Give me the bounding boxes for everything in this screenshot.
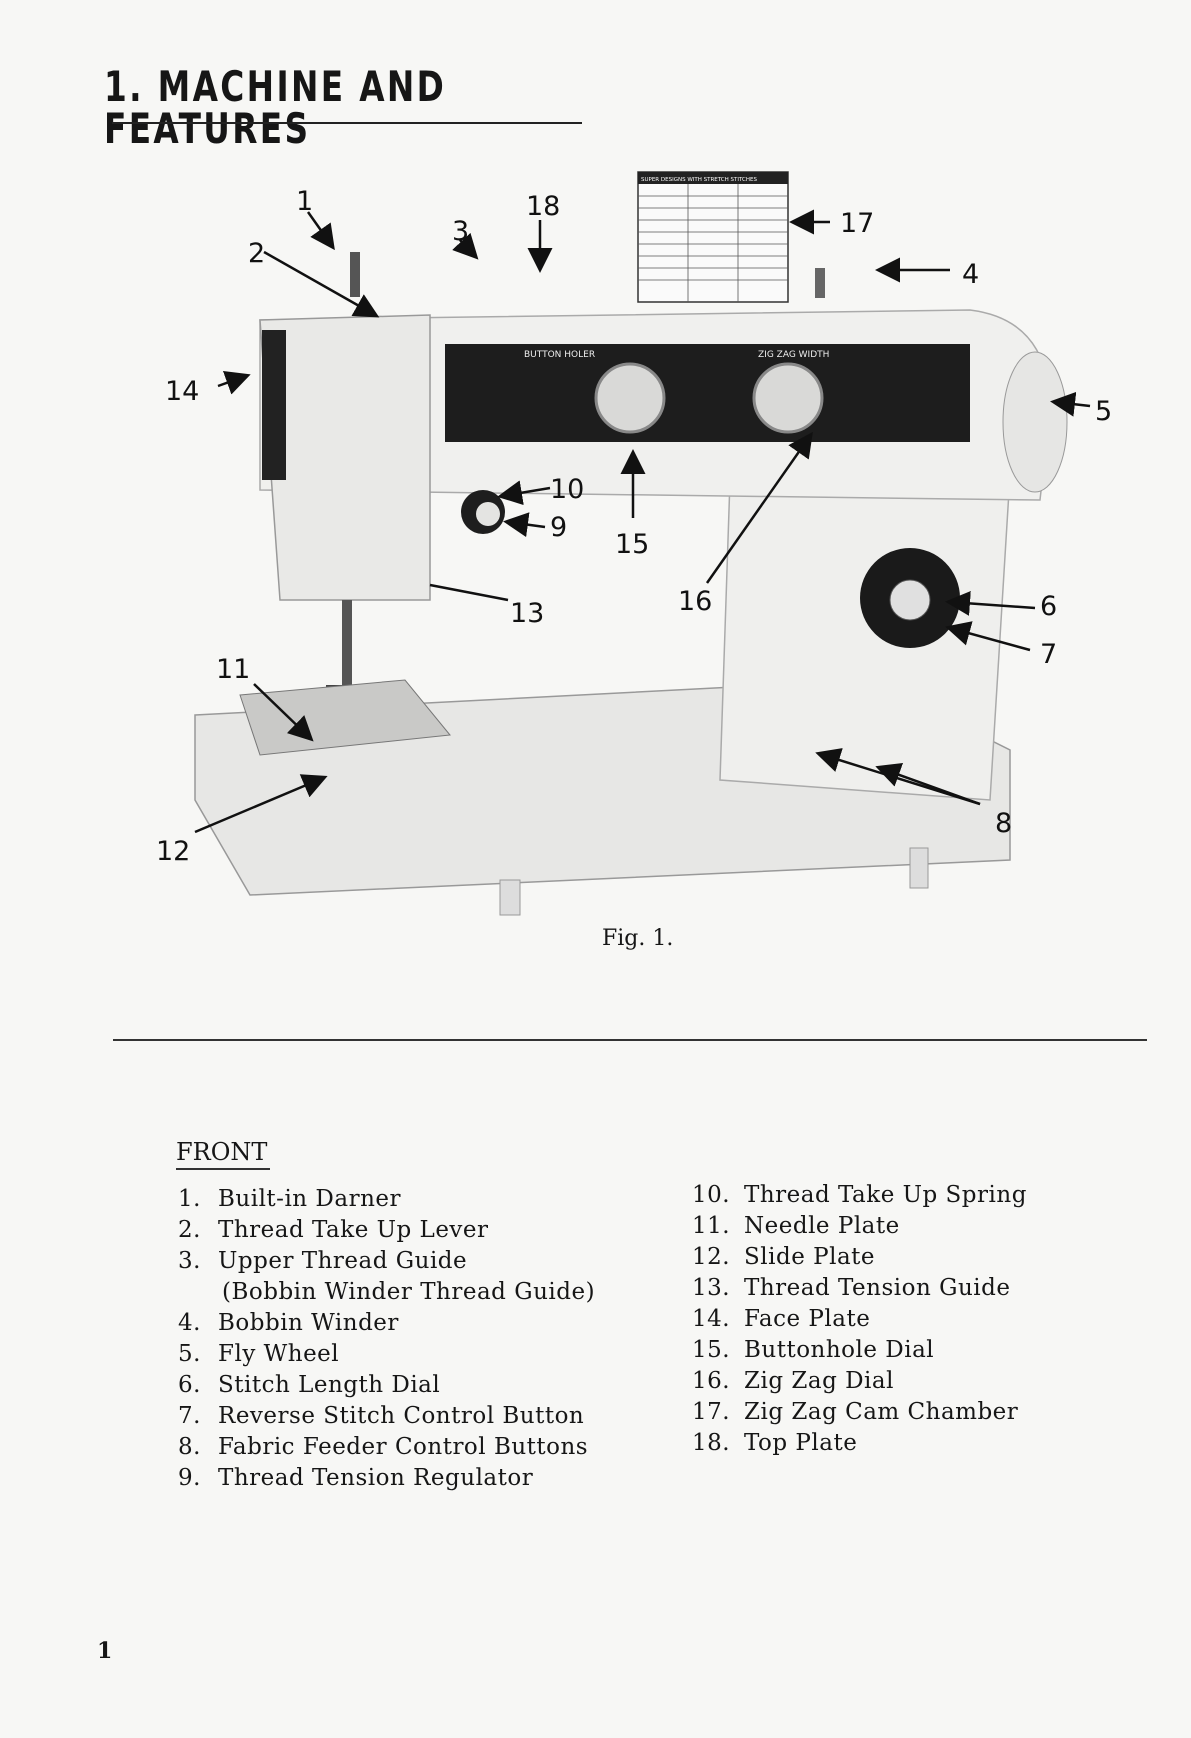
- parts-list-right: 10.Thread Take Up Spring 11.Needle Plate…: [692, 1180, 1027, 1459]
- list-item: 9.Thread Tension Regulator: [178, 1463, 595, 1494]
- callout-5: 5: [1095, 396, 1110, 427]
- zigzag-dial: [754, 364, 822, 432]
- callout-17: 17: [840, 208, 874, 239]
- stitch-chart-title: SUPER DESIGNS WITH STRETCH STITCHES: [641, 177, 757, 183]
- section-divider: [113, 1039, 1147, 1041]
- list-item: 11.Needle Plate: [692, 1211, 1027, 1242]
- leader-9: [508, 522, 545, 527]
- callout-8: 8: [995, 808, 1012, 839]
- callout-14: 14: [165, 376, 199, 407]
- needle-bar: [342, 600, 352, 690]
- heading-underline: [112, 122, 582, 124]
- list-item: 10.Thread Take Up Spring: [692, 1180, 1027, 1211]
- callout-11: 11: [216, 654, 250, 685]
- parts-list-left: 1.Built-in Darner 2.Thread Take Up Lever…: [178, 1184, 595, 1494]
- machine-foot-right: [910, 848, 928, 888]
- leader-1: [308, 212, 332, 246]
- tension-regulator-face: [476, 502, 500, 526]
- list-item: 6.Stitch Length Dial: [178, 1370, 595, 1401]
- callout-3: 3: [452, 216, 469, 247]
- callout-7: 7: [1040, 639, 1057, 670]
- buttonhole-dial: [596, 364, 664, 432]
- face-plate: [262, 330, 286, 480]
- callout-12: 12: [156, 836, 190, 867]
- callout-9: 9: [550, 512, 567, 543]
- zigzag-width-label: ZIG ZAG WIDTH: [758, 350, 829, 360]
- front-section-label: FRONT: [176, 1138, 267, 1166]
- list-item: 16.Zig Zag Dial: [692, 1366, 1027, 1397]
- list-item: 7.Reverse Stitch Control Button: [178, 1401, 595, 1432]
- list-item: 12.Slide Plate: [692, 1242, 1027, 1273]
- list-item: 14.Face Plate: [692, 1304, 1027, 1335]
- sewing-machine-figure: BUTTON HOLER ZIG ZAG WIDTH SUPER DESIGNS…: [150, 160, 1110, 920]
- page-number: 1: [97, 1638, 112, 1664]
- callout-6: 6: [1040, 591, 1057, 622]
- list-item: 5.Fly Wheel: [178, 1339, 595, 1370]
- page-heading: 1. MACHINE AND FEATURES: [104, 66, 477, 150]
- callout-1: 1: [296, 186, 313, 217]
- callout-4: 4: [962, 259, 979, 290]
- list-item: 13.Thread Tension Guide: [692, 1273, 1027, 1304]
- callout-16: 16: [678, 586, 712, 617]
- callout-13: 13: [510, 598, 544, 629]
- machine-foot-left: [500, 880, 520, 915]
- front-label-underline: [176, 1168, 270, 1170]
- list-item: 15.Buttonhole Dial: [692, 1335, 1027, 1366]
- button-holer-label: BUTTON HOLER: [524, 350, 595, 360]
- callout-2: 2: [248, 238, 265, 269]
- list-item: 18.Top Plate: [692, 1428, 1027, 1459]
- list-item: (Bobbin Winder Thread Guide): [178, 1277, 595, 1308]
- figure-caption: Fig. 1.: [602, 926, 673, 951]
- list-item: 2.Thread Take Up Lever: [178, 1215, 595, 1246]
- list-item: 8.Fabric Feeder Control Buttons: [178, 1432, 595, 1463]
- spool-pin: [350, 252, 360, 297]
- stitch-chart-card: [638, 172, 788, 302]
- list-item: 3.Upper Thread Guide: [178, 1246, 595, 1277]
- callout-18: 18: [526, 191, 560, 222]
- leader-13: [430, 585, 508, 600]
- callout-15: 15: [615, 529, 649, 560]
- list-item: 17.Zig Zag Cam Chamber: [692, 1397, 1027, 1428]
- fly-wheel: [1003, 352, 1067, 492]
- leader-14: [218, 376, 246, 386]
- list-item: 4.Bobbin Winder: [178, 1308, 595, 1339]
- list-item: 1.Built-in Darner: [178, 1184, 595, 1215]
- machine-pillar: [720, 475, 1010, 800]
- reverse-stitch-button: [890, 580, 930, 620]
- callout-10: 10: [550, 474, 584, 505]
- bobbin-winder: [815, 268, 825, 298]
